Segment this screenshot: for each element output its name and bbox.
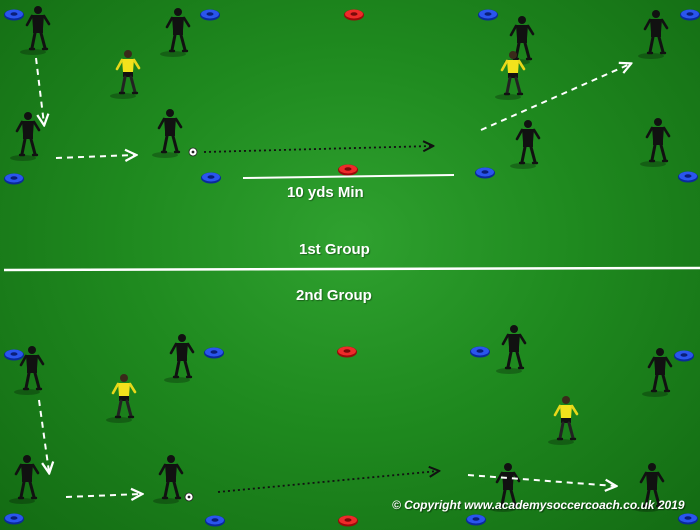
group-2-label: 2nd Group <box>296 287 372 304</box>
run-arrow <box>467 474 615 486</box>
copyright-text: © Copyright www.academysoccercoach.co.uk… <box>392 498 685 512</box>
player-yellow <box>546 394 579 447</box>
pass-arrow <box>203 146 432 153</box>
blue-cone <box>4 9 24 21</box>
player-dark <box>150 107 183 160</box>
player-dark <box>640 346 673 399</box>
player-dark <box>18 4 51 57</box>
group-2-area <box>4 323 698 527</box>
blue-cone <box>678 171 698 183</box>
run-arrow <box>480 64 630 131</box>
blue-cone <box>680 9 700 21</box>
run-arrow <box>35 57 44 124</box>
player-dark <box>7 453 40 506</box>
blue-cone <box>201 172 221 184</box>
player-yellow <box>104 372 137 425</box>
red-cone <box>344 9 364 21</box>
blue-cone <box>678 513 698 525</box>
player-yellow <box>493 49 526 102</box>
group-1-area <box>4 4 700 185</box>
blue-cone <box>4 349 24 361</box>
group-divider <box>3 266 700 272</box>
player-dark <box>151 453 184 506</box>
blue-cone <box>204 347 224 359</box>
pass-arrow <box>217 471 438 493</box>
red-cone <box>337 346 357 358</box>
blue-cone <box>4 513 24 525</box>
soccer-ball <box>188 147 198 157</box>
blue-cone <box>674 350 694 362</box>
red-cone <box>338 515 358 527</box>
player-dark <box>158 6 191 59</box>
run-arrow <box>65 494 141 497</box>
blue-cone <box>478 9 498 21</box>
blue-cone <box>470 346 490 358</box>
player-dark <box>638 116 671 169</box>
player-dark <box>502 14 535 67</box>
group-1-label: 1st Group <box>299 241 370 258</box>
player-dark <box>508 118 541 171</box>
blue-cone <box>4 173 24 185</box>
blue-cone <box>205 515 225 527</box>
player-dark <box>636 8 669 61</box>
distance-label: 10 yds Min <box>287 184 364 201</box>
player-dark <box>494 323 527 376</box>
red-cone <box>338 164 358 176</box>
player-yellow <box>108 48 141 101</box>
player-dark <box>162 332 195 385</box>
run-arrow <box>38 399 49 472</box>
distance-line <box>242 174 455 179</box>
run-arrow <box>55 155 135 158</box>
soccer-ball <box>184 492 194 502</box>
blue-cone <box>466 514 486 526</box>
player-dark <box>8 110 41 163</box>
blue-cone <box>475 167 495 179</box>
blue-cone <box>200 9 220 21</box>
